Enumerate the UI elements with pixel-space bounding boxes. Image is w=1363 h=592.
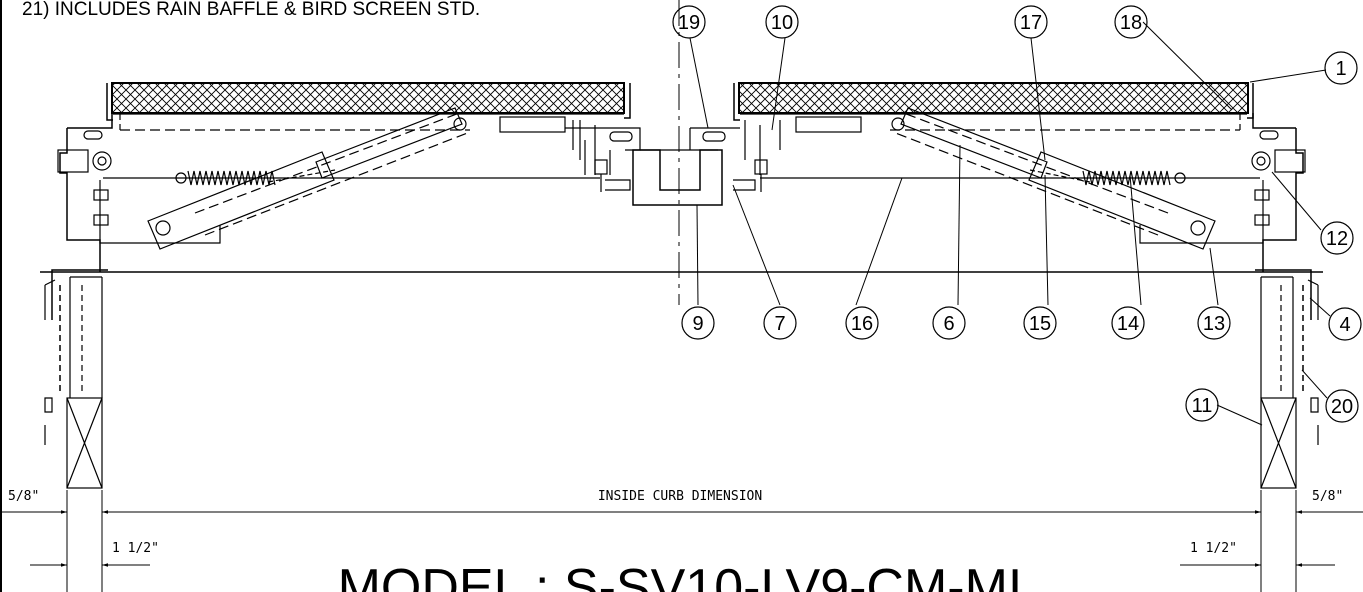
balloon-18: 18 <box>1120 12 1142 34</box>
balloon-circles <box>672 5 1362 423</box>
balloon-12: 12 <box>1326 228 1348 250</box>
right-lid-insulation <box>733 82 1254 132</box>
balloon-10: 10 <box>771 12 793 34</box>
balloon-15: 15 <box>1029 313 1051 335</box>
left-curb <box>44 269 108 489</box>
dim-right-five-eighths: 5/8" <box>1312 489 1343 504</box>
center-gutter <box>632 149 723 206</box>
dim-left-five-eighths: 5/8" <box>8 489 39 504</box>
left-frame <box>57 113 641 272</box>
balloon-16: 16 <box>851 313 873 335</box>
balloon-1: 1 <box>1335 58 1346 80</box>
right-gas-spring <box>891 107 1216 250</box>
balloon-14: 14 <box>1117 313 1139 335</box>
left-lid-insulation <box>106 82 631 132</box>
balloon-9: 9 <box>692 313 703 335</box>
model-title: MODEL : S-SV10-LV9-CM-MI <box>338 559 1023 592</box>
dimension-lines <box>0 490 1363 592</box>
balloon-13: 13 <box>1203 313 1225 335</box>
balloon-11: 11 <box>1192 395 1213 417</box>
balloon-20: 20 <box>1331 396 1353 418</box>
right-curb <box>1255 269 1319 489</box>
leader-lines <box>689 21 1331 426</box>
standard-note: 21) INCLUDES RAIN BAFFLE & BIRD SCREEN S… <box>22 0 480 20</box>
right-tension-spring <box>1082 170 1186 186</box>
balloon-4: 4 <box>1339 314 1350 336</box>
dim-right-one-half: 1 1/2" <box>1190 541 1237 556</box>
left-tension-spring <box>175 170 276 186</box>
balloon-7: 7 <box>774 313 785 335</box>
left-gas-spring <box>147 107 471 250</box>
right-frame <box>689 113 1306 272</box>
inside-curb-dimension-label: INSIDE CURB DIMENSION <box>598 489 762 504</box>
balloon-17: 17 <box>1020 12 1042 34</box>
balloon-19: 19 <box>678 12 700 34</box>
dim-left-one-half: 1 1/2" <box>112 541 159 556</box>
balloon-6: 6 <box>943 313 954 335</box>
